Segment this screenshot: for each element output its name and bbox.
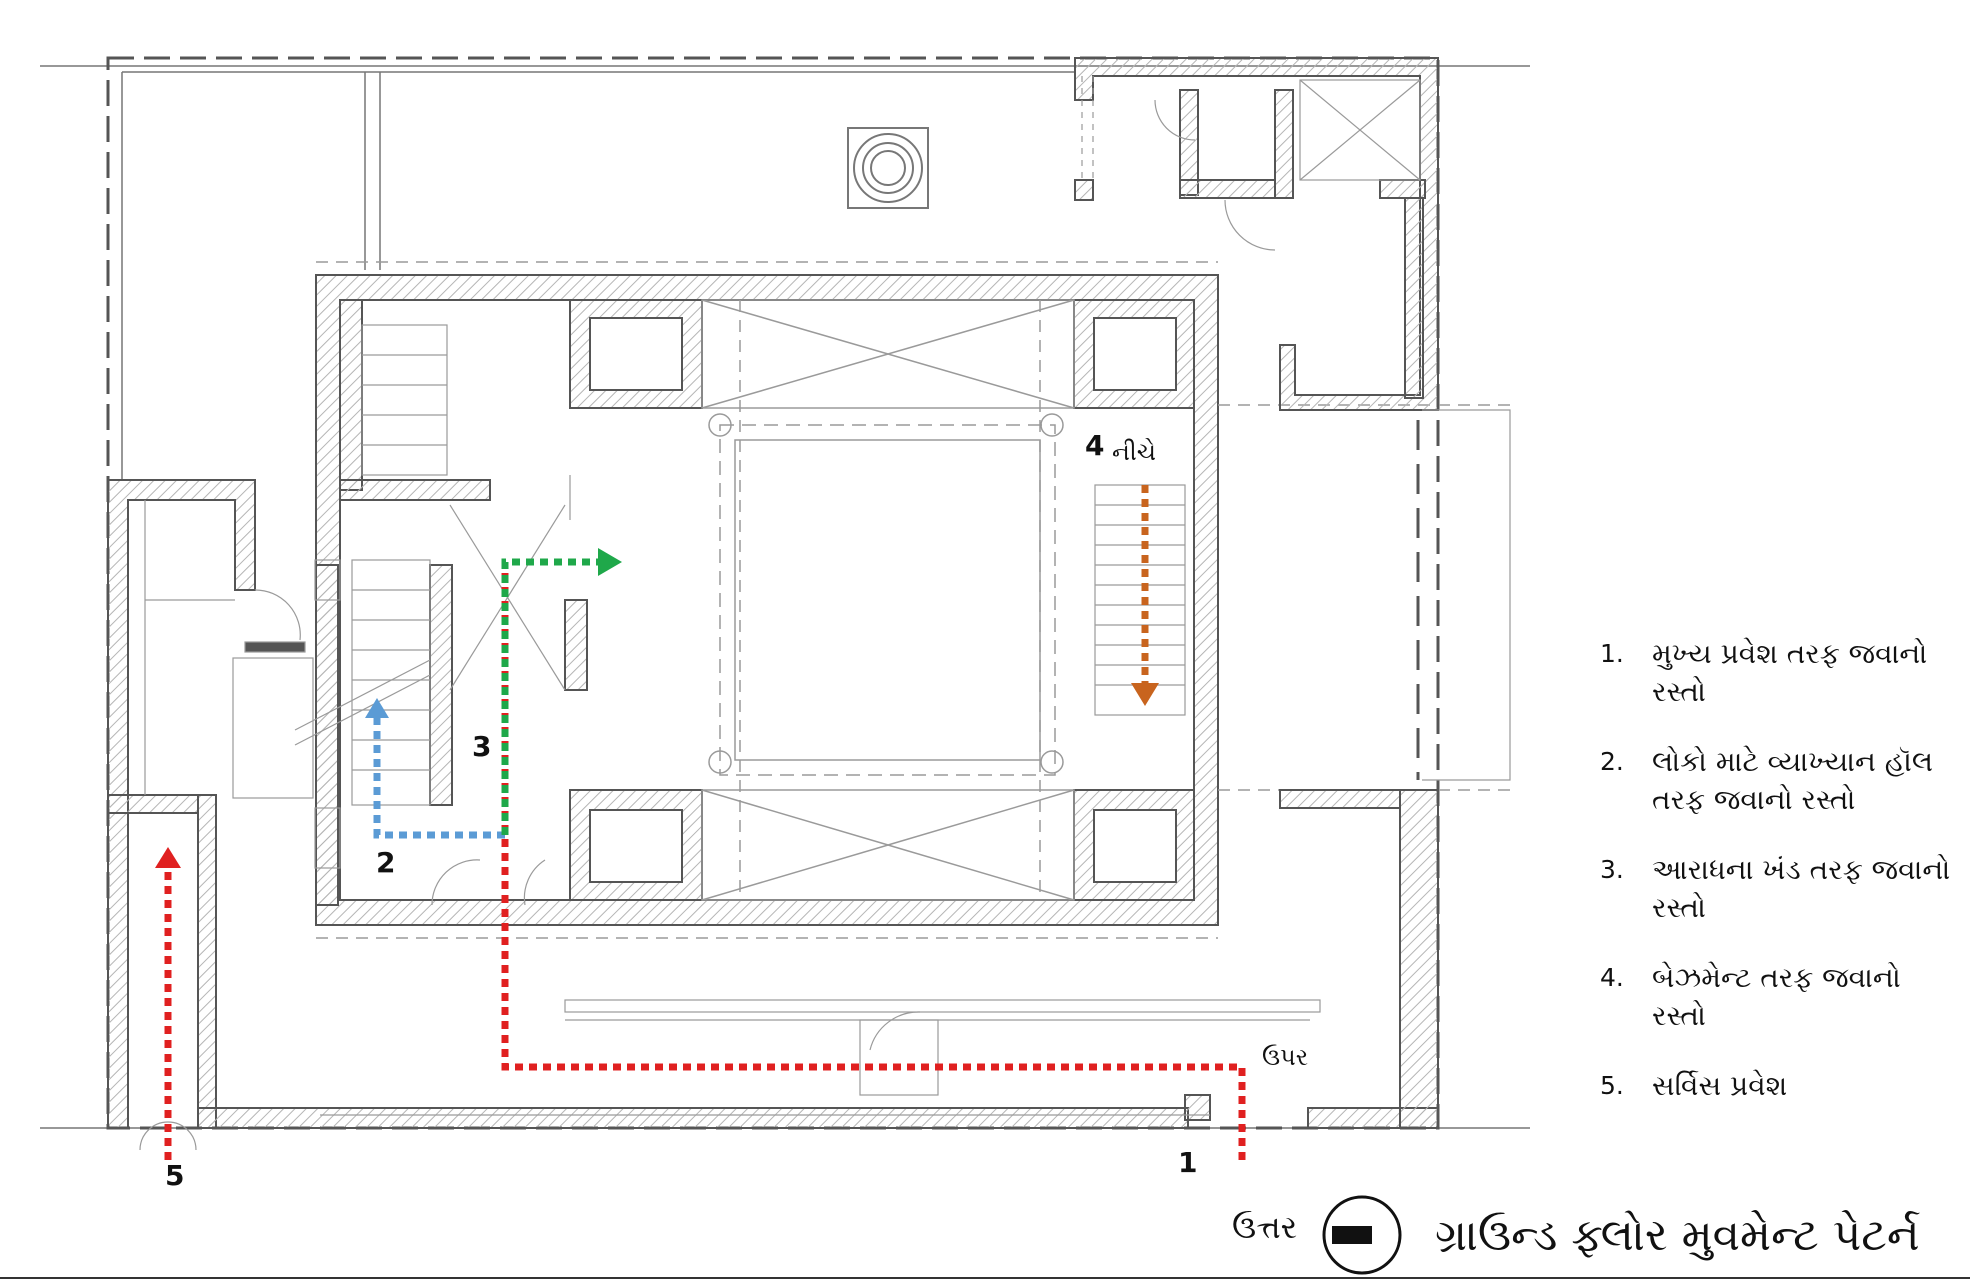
path-3-worship-room [501, 558, 600, 835]
arrow-4-icon [1131, 683, 1159, 706]
fountain-icon [847, 127, 929, 209]
main-walls [315, 274, 1219, 926]
north-arrow-icon [1322, 1195, 1402, 1275]
label-1: 1 [1178, 1146, 1197, 1179]
service-details [1081, 76, 1511, 781]
label-2: 2 [376, 846, 395, 879]
legend-item: 5.સર્વિસ પ્રવેશ [1600, 1069, 1788, 1102]
label-4: 4 [1085, 429, 1104, 462]
movement-paths [164, 485, 1246, 1160]
page-title: ગ્રાઉન્ડ ફ્લોર મુવમેન્ટ પેટર્ન [1435, 1210, 1920, 1261]
legend: 1.મુખ્ય પ્રવેશ તરફ જવાનો રસ્તો 2.લોકો મા… [1600, 635, 1960, 1137]
label-down: નીચે [1112, 438, 1156, 466]
legend-item: 3.આરાધના ખંડ તરફ જવાનો રસ્તો [1600, 853, 1951, 924]
site-boundary [40, 56, 1530, 1130]
arrow-5-icon [155, 847, 181, 868]
north-label: ઉત્તર [1232, 1208, 1298, 1246]
label-5: 5 [165, 1159, 184, 1192]
arrow-3-icon [598, 548, 622, 576]
label-up: ઉપર [1262, 1043, 1308, 1071]
path-2-lecture-hall [373, 715, 505, 839]
legend-item: 4.બેઝમેન્ટ તરફ જવાનો રસ્તો [1600, 961, 1901, 1032]
left-details [139, 475, 1321, 1151]
left-block [107, 479, 1439, 1129]
path-arrowheads [155, 548, 1159, 868]
central-hall [316, 261, 1510, 939]
label-3: 3 [472, 730, 491, 763]
legend-item: 2.લોકો માટે વ્યાખ્યાન હૉલ તરફ જવાનો રસ્ત… [1600, 745, 1934, 816]
stairs [294, 324, 1186, 806]
arrow-2-icon [365, 698, 389, 718]
legend-item: 1.મુખ્ય પ્રવેશ તરફ જવાનો રસ્તો [1600, 637, 1928, 708]
path-1-main-entrance [501, 562, 1246, 1160]
